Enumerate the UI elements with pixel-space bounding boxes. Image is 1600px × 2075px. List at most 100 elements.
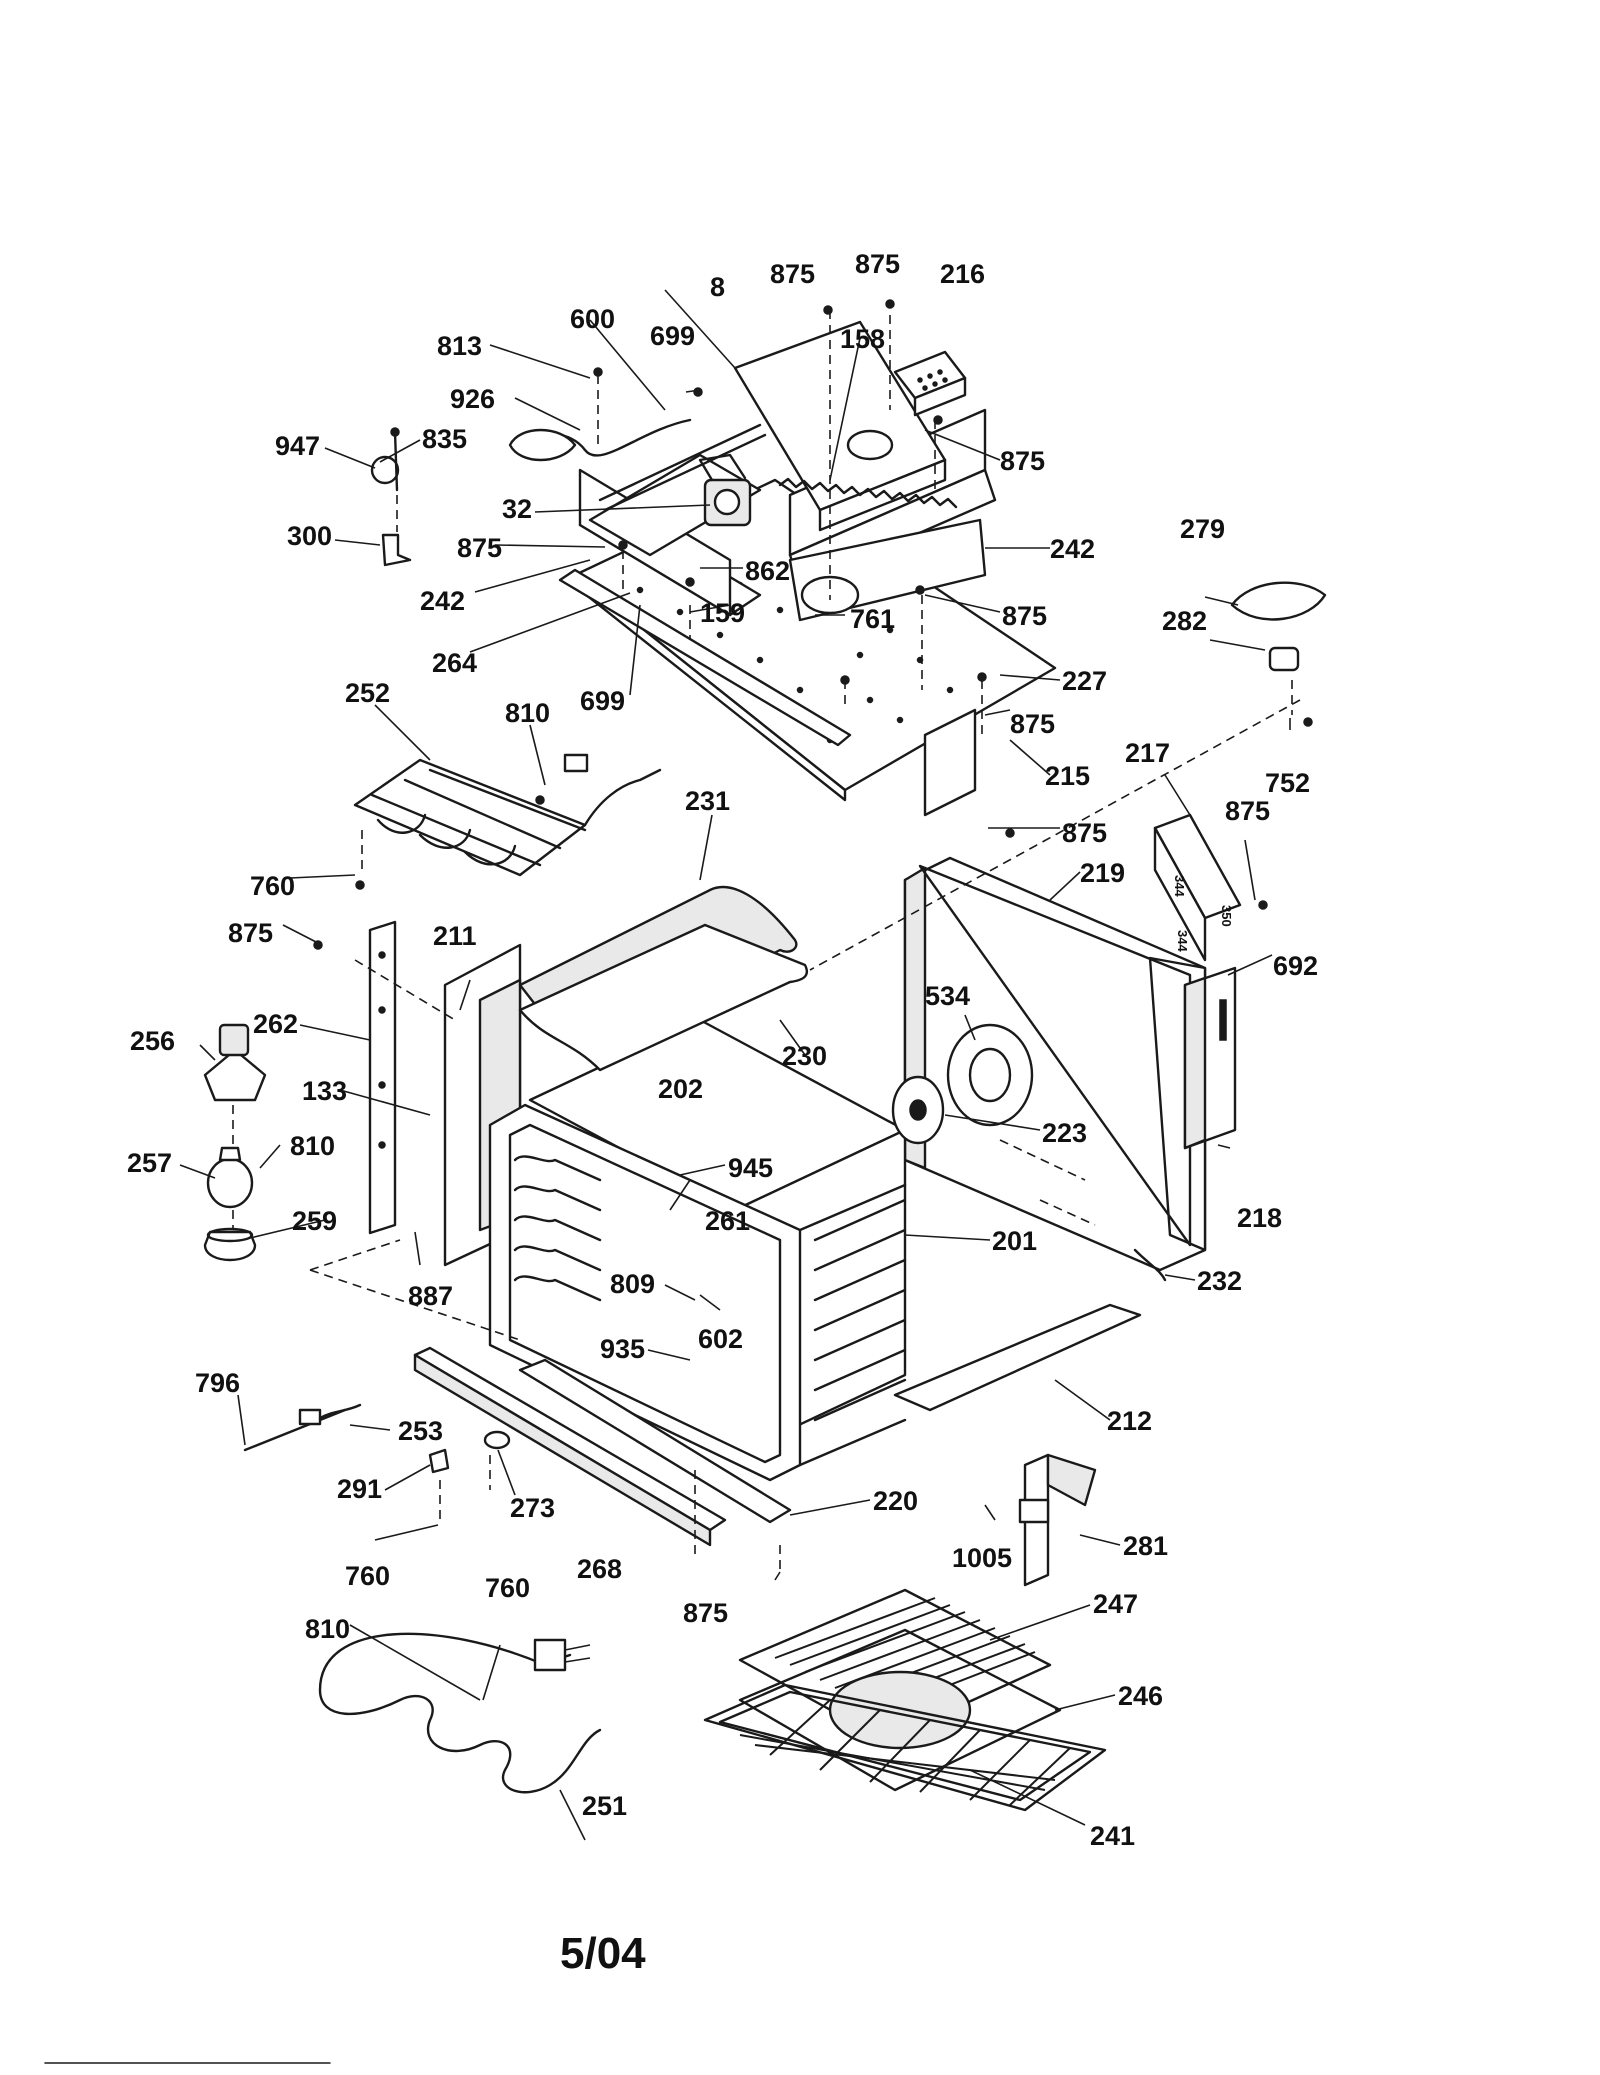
insulation-230 bbox=[518, 923, 809, 1072]
callout-label: 223 bbox=[1042, 1118, 1087, 1148]
callout-label: 218 bbox=[1237, 1203, 1282, 1233]
callout-label: 232 bbox=[1197, 1266, 1242, 1296]
callout-label: 261 bbox=[705, 1206, 750, 1236]
callout-label: 216 bbox=[940, 259, 985, 289]
callout-label: 300 bbox=[287, 521, 332, 551]
clip-291-273 bbox=[428, 1430, 511, 1525]
callout-label: 264 bbox=[432, 648, 477, 678]
callout-label: 875 bbox=[228, 918, 273, 948]
insulation-231-230 bbox=[518, 885, 809, 1072]
callout-label: 875 bbox=[1062, 818, 1107, 848]
panel-218 bbox=[1183, 966, 1237, 1150]
bake-element-251 bbox=[318, 1632, 602, 1794]
callout-label: 230 bbox=[782, 1041, 827, 1071]
callout-labels: 875 875 216 8 600 699 158 813 926 835 94… bbox=[127, 249, 1318, 1851]
callout-label: 760 bbox=[485, 1573, 530, 1603]
callout-label: 211 bbox=[433, 921, 477, 951]
callout-label: 760 bbox=[345, 1561, 390, 1591]
callout-label: 875 bbox=[683, 1598, 728, 1628]
callout-label: 796 bbox=[195, 1368, 240, 1398]
callout-label: 242 bbox=[420, 586, 465, 616]
callout-label: 252 bbox=[345, 678, 390, 708]
callout-label: 262 bbox=[253, 1009, 298, 1039]
light-assembly-256-257-259 bbox=[203, 1023, 267, 1262]
callout-label: 534 bbox=[925, 981, 970, 1011]
callout-label: 692 bbox=[1273, 951, 1318, 981]
callout-label: 875 bbox=[1225, 796, 1270, 826]
callout-label: 947 bbox=[275, 431, 320, 461]
callout-label: 217 bbox=[1125, 738, 1170, 768]
callout-label: 158 bbox=[840, 324, 885, 354]
callout-label: 251 bbox=[582, 1791, 627, 1821]
callout-label: 809 bbox=[610, 1269, 655, 1299]
oven-cavity-201 bbox=[443, 856, 1207, 1482]
callout-label: 935 bbox=[600, 1334, 645, 1364]
callout-label: 602 bbox=[698, 1324, 743, 1354]
callout-label: 133 bbox=[302, 1076, 347, 1106]
callout-label: 810 bbox=[305, 1614, 350, 1644]
date-code: 5/04 bbox=[560, 1929, 646, 1978]
callout-label: 291 bbox=[337, 1474, 382, 1504]
callout-label: 215 bbox=[1045, 761, 1090, 791]
callout-label: 1005 bbox=[952, 1543, 1012, 1573]
bottom-panel-212 bbox=[893, 1303, 1142, 1412]
callout-label: 835 bbox=[422, 424, 467, 454]
callout-label: 273 bbox=[510, 1493, 555, 1523]
callout-label: 202 bbox=[658, 1074, 703, 1104]
fan-guard-534 bbox=[946, 1023, 1034, 1127]
svg-text:344: 344 bbox=[1172, 875, 1187, 897]
control-housing-assembly bbox=[508, 310, 1057, 817]
part-947-300-835 bbox=[370, 430, 412, 567]
callout-label: 242 bbox=[1050, 534, 1095, 564]
bracket-262 bbox=[368, 920, 397, 1235]
callout-label: 201 bbox=[992, 1226, 1037, 1256]
callout-label: 253 bbox=[398, 1416, 443, 1446]
callout-label: 256 bbox=[130, 1026, 175, 1056]
broil-element-252 bbox=[353, 753, 662, 877]
callout-label: 752 bbox=[1265, 768, 1310, 798]
callout-label: 887 bbox=[408, 1281, 453, 1311]
leader-lines bbox=[179, 289, 1291, 1841]
sensor-253 bbox=[243, 1403, 362, 1452]
part-279-282-752 bbox=[1230, 581, 1327, 715]
callout-label: 259 bbox=[292, 1206, 337, 1236]
callout-label: 219 bbox=[1080, 858, 1125, 888]
panel-215 bbox=[923, 708, 977, 817]
callout-label: 220 bbox=[873, 1486, 918, 1516]
plate-220 bbox=[518, 1358, 792, 1524]
callout-label: 875 bbox=[855, 249, 900, 279]
callout-label: 810 bbox=[290, 1131, 335, 1161]
bracket-281 bbox=[1018, 1453, 1097, 1587]
callout-label: 600 bbox=[570, 304, 615, 334]
svg-text:350: 350 bbox=[1219, 905, 1234, 927]
callout-label: 268 bbox=[577, 1554, 622, 1584]
callout-label: 281 bbox=[1123, 1531, 1168, 1561]
svg-text:344: 344 bbox=[1175, 930, 1190, 952]
callout-label: 875 bbox=[1000, 446, 1045, 476]
screws-top bbox=[313, 299, 1313, 950]
callout-label: 246 bbox=[1118, 1681, 1163, 1711]
callout-label: 760 bbox=[250, 871, 295, 901]
callout-label: 231 bbox=[685, 786, 730, 816]
callout-label: 875 bbox=[1010, 709, 1055, 739]
callout-label: 699 bbox=[650, 321, 695, 351]
callout-label: 926 bbox=[450, 384, 495, 414]
callout-label: 282 bbox=[1162, 606, 1207, 636]
callout-label: 862 bbox=[745, 556, 790, 586]
dashed-guides bbox=[309, 699, 1301, 1575]
front-rail-264 bbox=[558, 568, 852, 747]
callout-label: 699 bbox=[580, 686, 625, 716]
callout-label: 257 bbox=[127, 1148, 172, 1178]
callout-label: 875 bbox=[770, 259, 815, 289]
callout-label: 227 bbox=[1062, 666, 1107, 696]
callout-label: 813 bbox=[437, 331, 482, 361]
callout-label: 761 bbox=[850, 604, 895, 634]
callout-label: 32 bbox=[502, 494, 532, 524]
callout-label: 241 bbox=[1090, 1821, 1135, 1851]
panel-217: 344 350 344 bbox=[1153, 813, 1242, 962]
callout-label: 279 bbox=[1180, 514, 1225, 544]
callout-label: 875 bbox=[457, 533, 502, 563]
callout-label: 247 bbox=[1093, 1589, 1138, 1619]
callout-label: 945 bbox=[728, 1153, 773, 1183]
